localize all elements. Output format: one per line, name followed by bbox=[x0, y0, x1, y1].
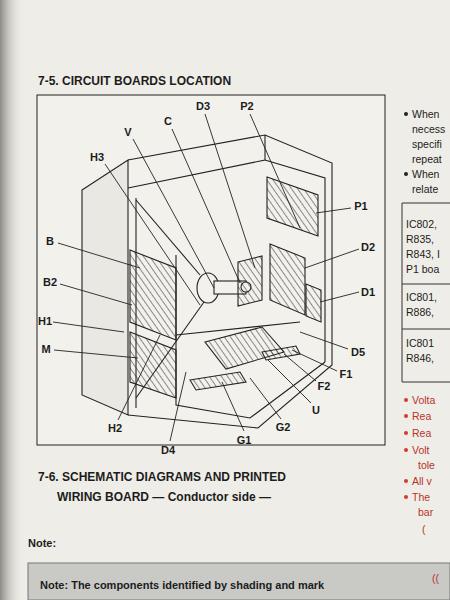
board-main bbox=[205, 327, 284, 369]
board-v bbox=[238, 256, 262, 306]
callout-label: P2 bbox=[240, 100, 253, 113]
table-cell: IC801, bbox=[406, 291, 437, 303]
leader-lines bbox=[53, 114, 359, 441]
note-text: Rea bbox=[412, 427, 431, 439]
body-text: specifi bbox=[412, 138, 442, 150]
note-text: tole bbox=[418, 459, 435, 471]
note-text: bar bbox=[418, 506, 433, 518]
callout-label: H1 bbox=[38, 315, 52, 328]
right-table bbox=[402, 203, 450, 382]
table-cell: R843, I bbox=[406, 248, 440, 260]
callout-label: F1 bbox=[340, 368, 353, 381]
callout-label: C bbox=[164, 115, 172, 128]
callout-label: U bbox=[312, 404, 320, 417]
callout-label: P1 bbox=[354, 200, 367, 213]
body-text: necess bbox=[412, 123, 445, 135]
note-text: Volta bbox=[412, 394, 435, 406]
callout-label: H2 bbox=[108, 422, 122, 435]
body-text: When bbox=[412, 168, 439, 180]
callout-label: D3 bbox=[196, 100, 210, 113]
callout-label: G1 bbox=[237, 434, 252, 447]
callout-label: D4 bbox=[161, 444, 175, 457]
note-text: Note: The components identified by shadi… bbox=[40, 579, 324, 592]
board-d1 bbox=[306, 284, 321, 322]
table-cell: R835, bbox=[406, 233, 434, 245]
table-cell: IC801 bbox=[406, 337, 434, 349]
board-m bbox=[130, 332, 176, 398]
note-box bbox=[28, 563, 450, 600]
note-text: Rea bbox=[412, 410, 431, 422]
callout-label: V bbox=[124, 126, 131, 139]
board-d2 bbox=[270, 244, 305, 315]
board-g bbox=[190, 372, 246, 390]
note-heading: Note: bbox=[28, 537, 56, 550]
tv-cabinet bbox=[82, 135, 332, 428]
callout-label: H3 bbox=[90, 151, 104, 164]
board-f bbox=[262, 346, 300, 360]
section-title: 7-5. CIRCUIT BOARDS LOCATION bbox=[38, 75, 231, 89]
callout-label: D2 bbox=[361, 241, 375, 254]
table-cell: R886, bbox=[406, 306, 434, 318]
callout-label: F2 bbox=[318, 380, 331, 393]
note-text: Volt bbox=[412, 444, 430, 456]
diagram-frame bbox=[37, 95, 385, 445]
section-heading: 7-6. SCHEMATIC DIAGRAMS AND PRINTED bbox=[38, 471, 286, 485]
callout-label: B2 bbox=[43, 276, 57, 289]
board-p1 bbox=[267, 177, 318, 236]
section-heading: WIRING BOARD — Conductor side — bbox=[57, 491, 271, 505]
callout-label: D5 bbox=[351, 346, 365, 359]
binding-shadow bbox=[0, 0, 24, 600]
table-cell: IC802, bbox=[406, 218, 437, 230]
table-cell: R846, bbox=[406, 352, 434, 364]
body-text: When bbox=[412, 108, 439, 120]
table-cell: P1 boa bbox=[406, 263, 439, 275]
board-b bbox=[130, 250, 176, 340]
callout-label: M bbox=[41, 343, 50, 356]
note-text: The bbox=[412, 491, 430, 503]
bullets bbox=[404, 112, 408, 499]
body-text: relate bbox=[412, 183, 438, 195]
body-text: repeat bbox=[412, 153, 442, 165]
note-text: All v bbox=[412, 475, 432, 487]
note-text: ( bbox=[422, 523, 426, 535]
callout-label: D1 bbox=[361, 286, 375, 299]
note-text: (( bbox=[432, 572, 439, 584]
callout-label: G2 bbox=[276, 421, 291, 434]
callout-label: B bbox=[46, 235, 54, 248]
